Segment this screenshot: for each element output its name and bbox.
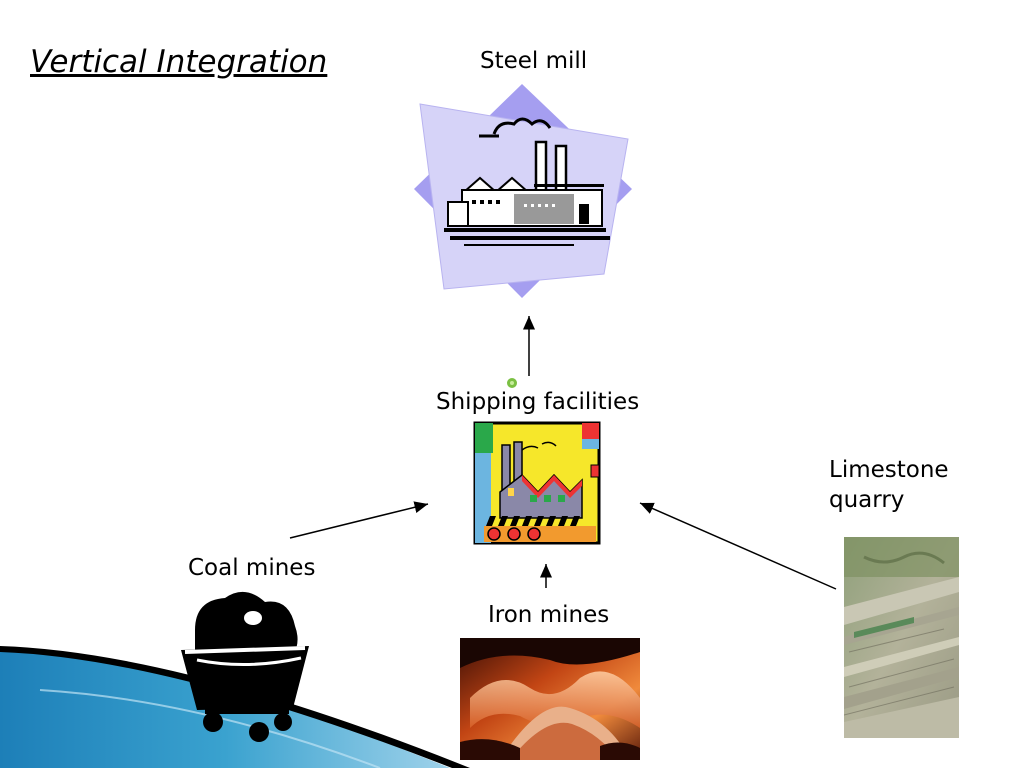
arrow-limestone-to-shipping <box>639 502 837 590</box>
iron-mines-photo <box>460 638 640 760</box>
steel-mill-label: Steel mill <box>480 48 588 74</box>
iron-mines-label: Iron mines <box>488 602 610 628</box>
shipping-facilities-label: Shipping facilities <box>436 389 640 415</box>
coal-cart-icon <box>181 591 309 742</box>
green-sparkle-icon <box>507 378 517 388</box>
slide-title: Vertical Integration <box>30 44 328 80</box>
arrow-coal-to-shipping <box>289 501 429 539</box>
coal-mines-label: Coal mines <box>188 555 316 581</box>
shipping-facilities-factory-icon <box>473 421 601 545</box>
steel-mill-factory-icon <box>414 84 632 298</box>
limestone-quarry-photo <box>844 537 959 738</box>
limestone-label-line1: Limestone <box>829 457 949 483</box>
limestone-quarry-label: Limestone quarry <box>829 455 949 515</box>
limestone-label-line2: quarry <box>829 487 905 513</box>
